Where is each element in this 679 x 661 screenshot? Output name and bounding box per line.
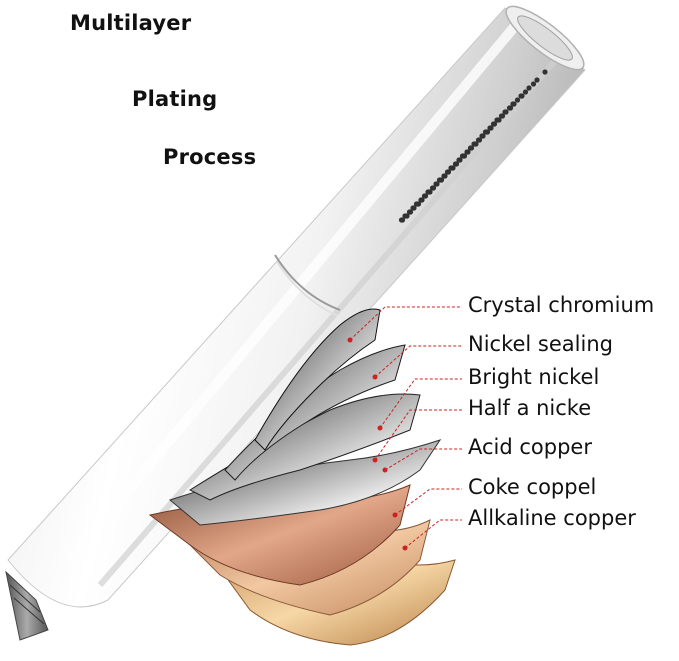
layer-label: Half a nicke: [468, 396, 592, 420]
spray-hole: [410, 205, 416, 211]
handle-body: [7, 7, 586, 608]
spray-hole: [429, 185, 436, 191]
heading-line-3: Process: [163, 145, 257, 169]
spray-hole: [471, 141, 477, 147]
spray-hole: [494, 117, 500, 123]
layer-crystal-chromium: [254, 308, 381, 451]
spray-hole: [502, 109, 508, 115]
layer-label: Coke coppel: [468, 475, 597, 499]
spray-hole: [522, 89, 529, 95]
leader-dot: [382, 467, 388, 473]
spray-hole: [514, 97, 521, 103]
leader-line: [349, 306, 462, 341]
spray-hole: [441, 173, 447, 179]
spray-hole: [398, 217, 405, 223]
leader-dot: [392, 512, 398, 518]
spray-hole: [448, 165, 454, 171]
spray-hole: [406, 209, 413, 215]
spray-hole: [542, 69, 548, 75]
label-leader-lines: [347, 306, 462, 551]
leader-dot: [372, 457, 378, 463]
layer-label: Nickel sealing: [468, 332, 613, 356]
heading-line-2: Plating: [132, 87, 218, 111]
thread-connector: [5, 570, 49, 641]
spray-holes: [398, 69, 548, 223]
spray-hole: [518, 93, 524, 99]
spray-hole: [444, 169, 451, 175]
spray-hole: [436, 177, 443, 183]
spray-hole: [530, 81, 537, 87]
spray-hole: [534, 77, 540, 83]
spray-hole: [475, 137, 482, 143]
leader-line: [379, 378, 462, 429]
layer-label: Acid copper: [468, 435, 592, 459]
spray-hole: [402, 213, 408, 219]
spray-hole: [467, 145, 474, 151]
spray-hole: [452, 161, 459, 167]
heading-line-1: Multilayer: [70, 11, 192, 35]
spray-hole: [482, 129, 489, 135]
layer-label: Crystal chromium: [468, 293, 655, 317]
layer-label: Allkaline copper: [468, 506, 636, 530]
spray-hole: [456, 157, 462, 163]
leader-line: [374, 409, 462, 461]
spray-hole: [487, 125, 493, 131]
spray-hole: [479, 133, 485, 139]
leader-line: [374, 345, 462, 378]
spray-hole: [413, 201, 420, 207]
leader-dot: [377, 425, 383, 431]
spray-hole: [464, 149, 470, 155]
spray-hole: [498, 113, 505, 119]
leader-dot: [402, 545, 408, 551]
leader-dot: [372, 374, 378, 380]
spray-hole: [418, 197, 424, 203]
plating-layers: [148, 308, 456, 646]
spray-hole: [421, 193, 428, 199]
spray-hole: [506, 105, 513, 111]
layer-label: Bright nickel: [468, 365, 600, 389]
spray-face-cap: [505, 5, 585, 71]
spray-hole: [433, 181, 439, 187]
leader-line: [384, 448, 462, 471]
spray-hole: [490, 121, 497, 127]
leader-dot: [347, 337, 353, 343]
spray-hole: [425, 189, 431, 195]
spray-hole: [526, 85, 532, 91]
spray-hole: [510, 101, 516, 107]
spray-hole: [459, 153, 466, 159]
